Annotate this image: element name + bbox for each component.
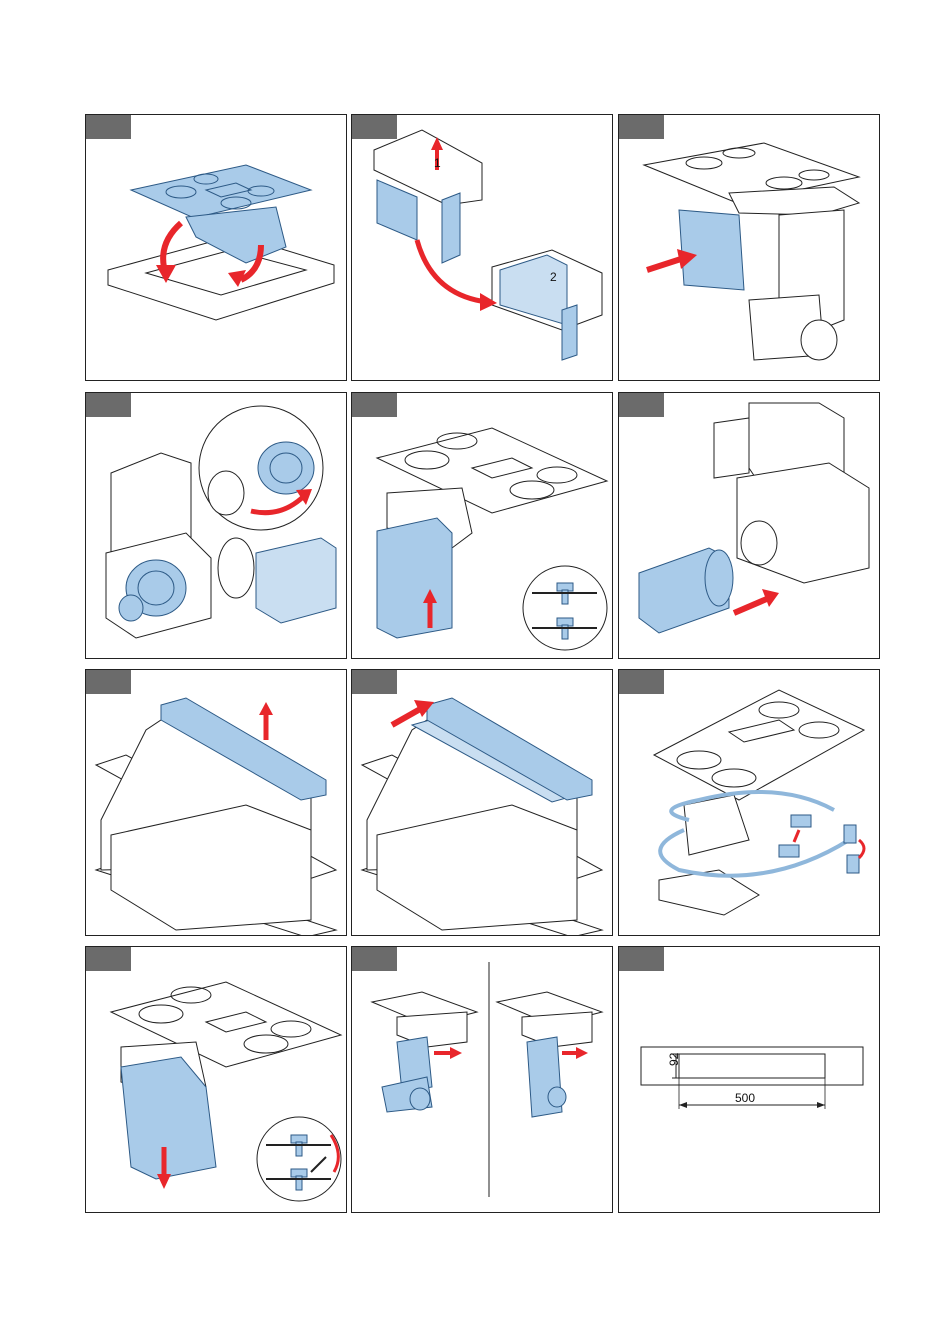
step-panel-1 [85, 114, 347, 381]
step-panel-2: 1 2 [351, 114, 613, 381]
step-panel-5 [351, 392, 613, 659]
remove-duct-with-clips-illustration [86, 947, 347, 1213]
step-panel-10 [85, 946, 347, 1213]
cutout-height-label: 92 [667, 1052, 681, 1066]
install-hob-into-worktop-illustration [86, 115, 347, 381]
worktop-cutout-dimension-drawing: 92 500 [619, 947, 880, 1213]
cutout-width-label: 500 [735, 1091, 755, 1105]
step-panel-4 [85, 392, 347, 659]
move-side-panel-illustration: 1 2 [352, 115, 613, 381]
step-panel-9 [618, 669, 880, 936]
remove-fan-cover-illustration [86, 393, 347, 659]
duct-configuration-options-illustration [352, 947, 613, 1213]
step-panel-6 [618, 392, 880, 659]
step-panel-7 [85, 669, 347, 936]
step-panel-3 [618, 114, 880, 381]
step-panel-12: 92 500 [618, 946, 880, 1213]
insert-duct-adapter-illustration [619, 393, 880, 659]
attach-front-panel-illustration [619, 115, 880, 381]
slide-rail-illustration [352, 670, 613, 936]
attach-duct-with-clips-illustration [352, 393, 613, 659]
step-label-1: 1 [434, 156, 441, 170]
step-panel-8 [351, 669, 613, 936]
step-panel-11 [351, 946, 613, 1213]
step-label-2: 2 [550, 270, 557, 284]
connect-cables-illustration [619, 670, 880, 936]
lift-rail-illustration [86, 670, 347, 936]
